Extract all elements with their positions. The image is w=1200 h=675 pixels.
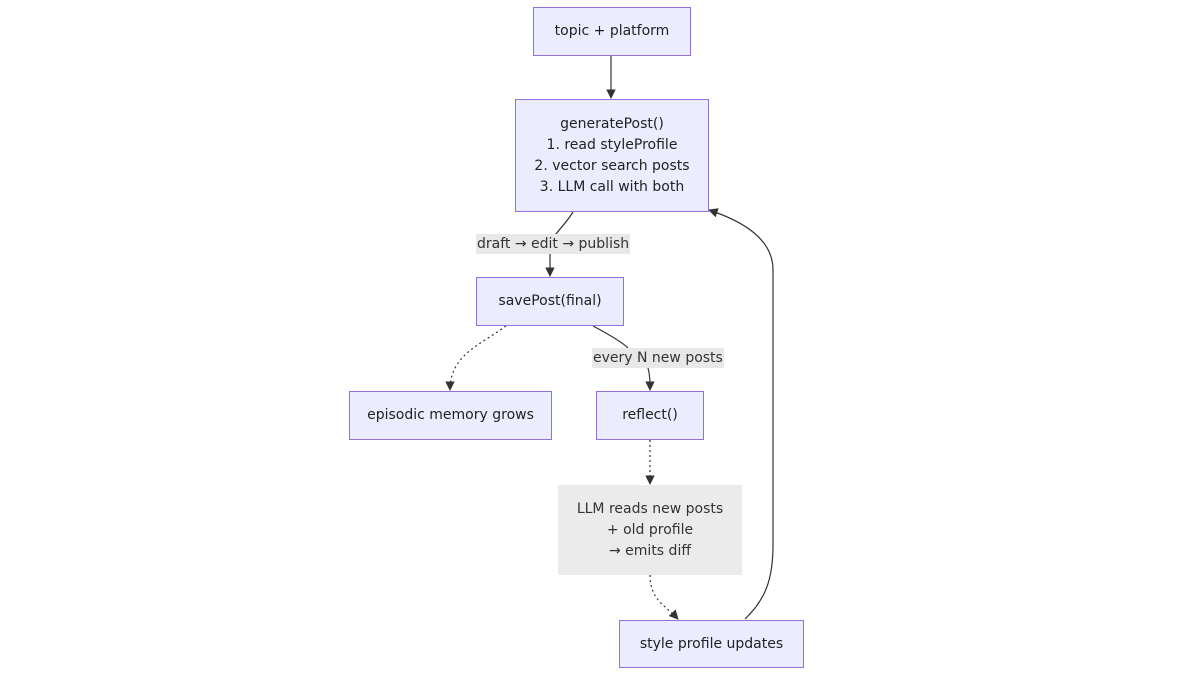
edge-llm-reads-to-style-updates: [649, 574, 679, 620]
edge-save-to-episodic: [445, 325, 507, 391]
node-save-post-label: savePost(final): [498, 293, 602, 309]
edge-style-updates-to-generate: [708, 208, 774, 620]
node-episodic-memory-label: episodic memory grows: [367, 407, 534, 423]
node-llm-reads-line-1: LLM reads new posts: [576, 500, 724, 517]
edge-label-draft-edit-publish: draft → edit → publish: [476, 234, 631, 254]
node-reflect: reflect(): [596, 391, 704, 440]
node-generate-post: generatePost() 1. read styleProfile 2. v…: [515, 99, 709, 212]
node-episodic-memory: episodic memory grows: [349, 391, 552, 440]
node-generate-post-line-3: 2. vector search posts: [534, 157, 690, 174]
node-llm-reads-line-2: + old profile: [606, 521, 694, 538]
node-style-profile-updates: style profile updates: [619, 620, 804, 668]
edge-save-to-reflect: [592, 325, 650, 390]
node-style-profile-updates-label: style profile updates: [639, 635, 784, 652]
node-generate-post-line-4: 3. LLM call with both: [539, 178, 685, 195]
node-llm-reads-line-3: → emits diff: [609, 542, 691, 559]
node-generate-post-line-1: generatePost(): [560, 115, 664, 132]
node-generate-post-line-2: 1. read styleProfile: [546, 136, 678, 153]
node-reflect-label: reflect(): [622, 407, 678, 423]
node-save-post: savePost(final): [476, 277, 624, 326]
node-topic-platform: topic + platform: [533, 7, 691, 56]
edge-label-every-n-new-posts: every N new posts: [592, 348, 724, 368]
node-topic-platform-label: topic + platform: [554, 23, 670, 39]
node-llm-reads: LLM reads new posts + old profile → emit…: [558, 485, 742, 575]
